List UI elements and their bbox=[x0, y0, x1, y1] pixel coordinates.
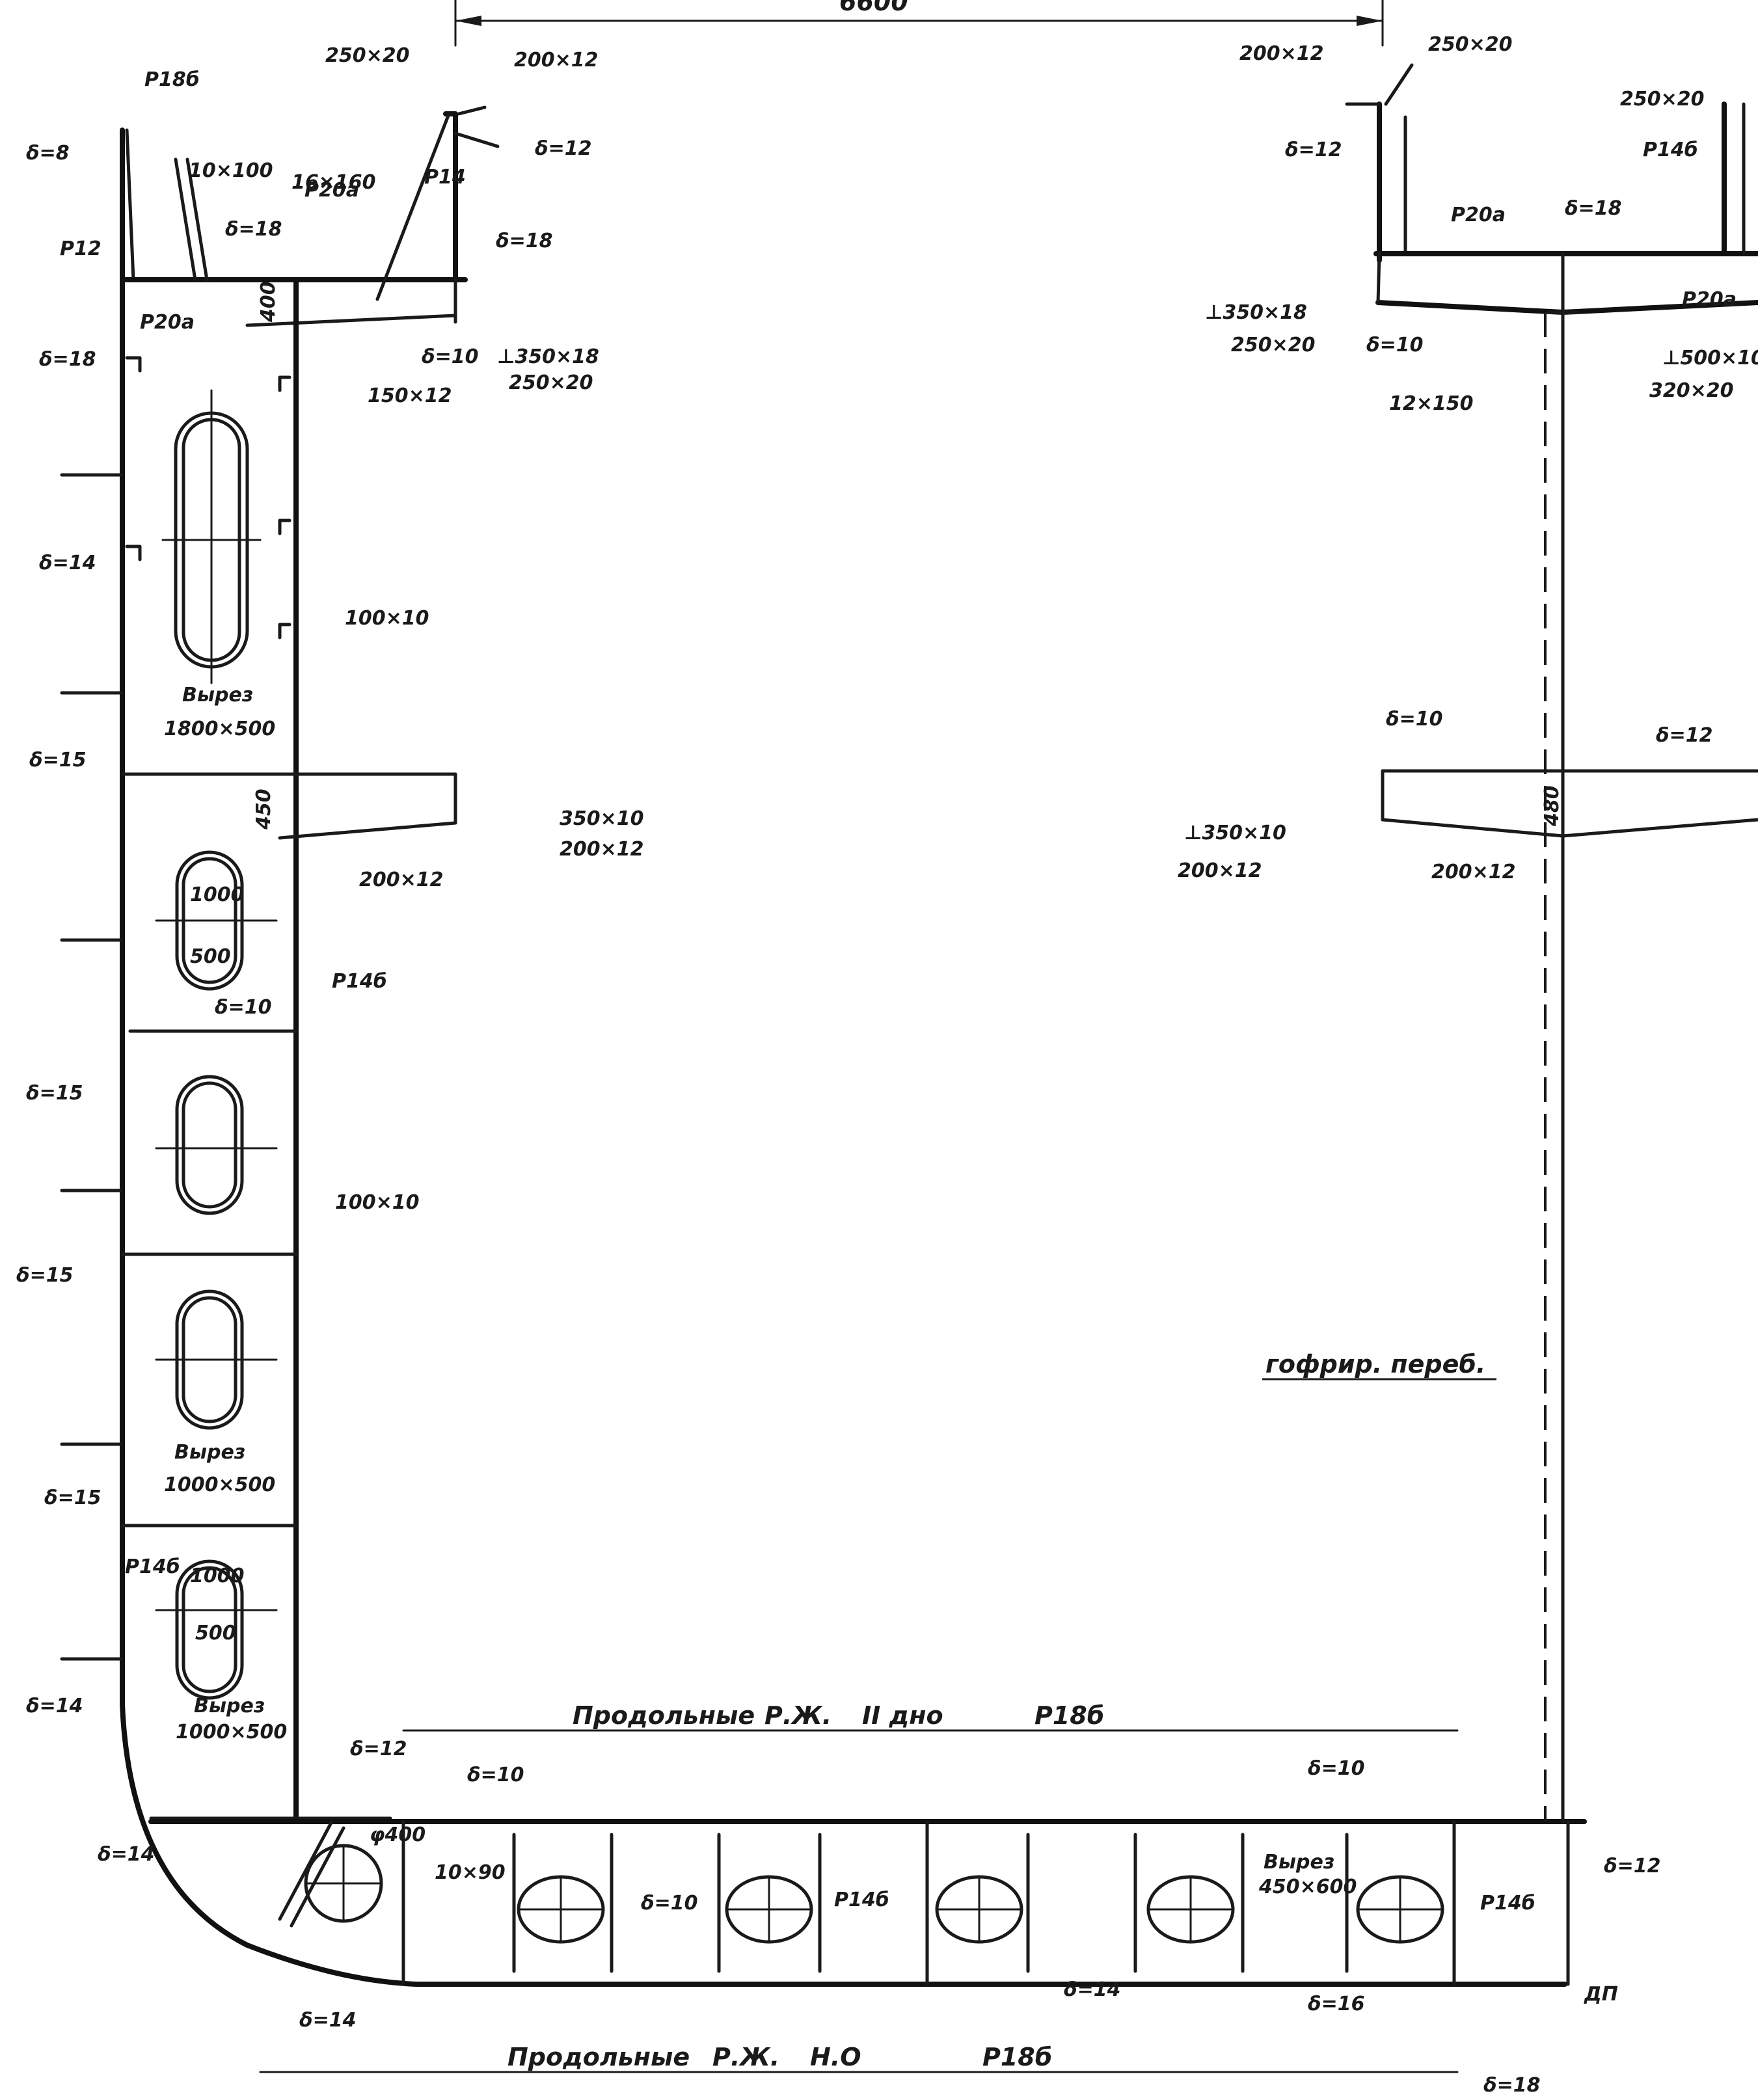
label-d18-cut: δ=18 bbox=[1483, 2074, 1541, 2097]
label-d10-floor-b: δ=10 bbox=[641, 1892, 698, 1915]
label-cut-a-1: Вырез bbox=[182, 684, 253, 707]
label-r-tee350x18: ⊥350×18 bbox=[1205, 301, 1307, 324]
label-p14b-bot: Р14б bbox=[834, 1889, 889, 1911]
label-cut-c-1: Вырез bbox=[194, 1695, 265, 1717]
label-cut-b-1: Вырез bbox=[174, 1441, 245, 1464]
label-r-tee500x10: ⊥500×10 bbox=[1662, 347, 1758, 370]
label-d15-d: δ=15 bbox=[44, 1487, 101, 1509]
label-r-250x20: 250×20 bbox=[1428, 33, 1513, 56]
label-200x12-top: 200×12 bbox=[514, 49, 599, 72]
label-long-ii-1: Продольные bbox=[573, 1701, 755, 1730]
label-r-250x20-b: 250×20 bbox=[1620, 88, 1705, 111]
label-d10-floor-c: δ=10 bbox=[1308, 1757, 1365, 1780]
label-long-no-4: Р18б bbox=[982, 2043, 1052, 2071]
label-d15-c: δ=15 bbox=[16, 1264, 74, 1287]
label-p14b-b: Р14б bbox=[125, 1555, 180, 1578]
dimension-6600: 6600 bbox=[839, 0, 908, 16]
label-cut-a-2: 1800×500 bbox=[164, 718, 275, 740]
label-tee350x10-a: 350×10 bbox=[560, 807, 644, 830]
label-hole-1000-b: 1000 bbox=[190, 1565, 245, 1587]
label-r-200x12-b: 200×12 bbox=[1431, 861, 1516, 883]
left-side-structure bbox=[120, 105, 500, 1987]
label-d10-b: δ=10 bbox=[215, 996, 272, 1019]
label-p18b-top: Р18б bbox=[144, 68, 200, 91]
label-hole-500-b: 500 bbox=[195, 1622, 236, 1645]
label-p14b-a: Р14б bbox=[332, 970, 387, 993]
label-d15-b: δ=15 bbox=[26, 1082, 83, 1105]
label-d18-side: δ=18 bbox=[496, 230, 553, 252]
label-d10-a: δ=10 bbox=[422, 345, 479, 368]
label-long-ii-2: Р.Ж. bbox=[764, 1701, 832, 1730]
label-r-tee350x10: ⊥350×10 bbox=[1184, 822, 1286, 844]
label-r-d10: δ=10 bbox=[1366, 334, 1424, 357]
label-r-p14b: Р14б bbox=[1643, 139, 1698, 161]
label-d18-shell: δ=18 bbox=[39, 348, 96, 371]
double-bottom bbox=[148, 1819, 1587, 1987]
label-16x160: 16×160 bbox=[291, 171, 376, 194]
label-d14-shell: δ=14 bbox=[39, 552, 96, 574]
label-r-p20a: Р20а bbox=[1451, 204, 1506, 226]
label-d12-right: δ=12 bbox=[1604, 1855, 1661, 1878]
label-long-no-2: Р.Ж. bbox=[712, 2043, 779, 2071]
label-r-d10-web: δ=10 bbox=[1386, 708, 1443, 731]
label-p14b-right: Р14б bbox=[1480, 1892, 1535, 1915]
label-r-320x20: 320×20 bbox=[1649, 379, 1734, 402]
label-d16-bot: δ=16 bbox=[1308, 1993, 1365, 2015]
label-r-p20a-b: Р20а bbox=[1682, 288, 1737, 311]
label-tee350x10-b: 200×12 bbox=[560, 838, 644, 861]
label-dim-480: 480 bbox=[1541, 785, 1563, 827]
label-dim-450: 450 bbox=[252, 788, 275, 830]
drawing-labels: Р18б δ=8 Р12 10×100 250×20 200×12 δ=12 1… bbox=[16, 33, 1758, 2097]
label-hole-1000-a: 1000 bbox=[190, 883, 245, 906]
label-cut-b-2: 1000×500 bbox=[164, 1474, 275, 1496]
label-d12-bot: δ=12 bbox=[350, 1738, 407, 1760]
label-d10-floor-a: δ=10 bbox=[467, 1764, 524, 1786]
label-r-200x12-a: 200×12 bbox=[1178, 859, 1262, 882]
left-side-holes bbox=[155, 389, 278, 1700]
label-250x20-top: 250×20 bbox=[325, 44, 410, 67]
label-p20a-2: Р20а bbox=[140, 311, 195, 334]
label-hole-400: φ400 bbox=[370, 1824, 426, 1846]
label-r-d18: δ=18 bbox=[1565, 197, 1622, 220]
label-250x20-l: 250×20 bbox=[509, 371, 593, 394]
label-10x90: 10×90 bbox=[435, 1861, 506, 1884]
label-10x100: 10×100 bbox=[189, 159, 273, 182]
label-d14-bilge: δ=14 bbox=[26, 1695, 83, 1717]
label-100x10-a: 100×10 bbox=[345, 607, 429, 630]
label-tee350x18-l: ⊥350×18 bbox=[497, 345, 599, 368]
label-d15-a: δ=15 bbox=[29, 749, 87, 772]
label-p14-top: Р14 bbox=[424, 166, 466, 189]
label-long-ii-3: II дно bbox=[862, 1701, 943, 1730]
label-r-d12-web: δ=12 bbox=[1656, 724, 1713, 747]
label-corrugated: гофрир. переб. bbox=[1265, 1350, 1485, 1379]
label-long-ii-4: Р18б bbox=[1035, 1701, 1104, 1730]
label-d14-bot-l: δ=14 bbox=[299, 2009, 357, 2032]
label-r12: Р12 bbox=[60, 237, 101, 260]
label-d12-top: δ=12 bbox=[535, 137, 592, 160]
label-cut-c-2: 1000×500 bbox=[176, 1721, 287, 1743]
label-r-12x150: 12×150 bbox=[1389, 392, 1474, 415]
label-p20a-1: Р20а bbox=[304, 179, 359, 202]
label-dp: ДП bbox=[1584, 1983, 1618, 2006]
label-100x10-b: 100×10 bbox=[335, 1191, 420, 1214]
right-side-structure bbox=[1345, 63, 1758, 1824]
label-r-200x12: 200×12 bbox=[1239, 42, 1324, 65]
label-r-250x20-c: 250×20 bbox=[1231, 334, 1316, 357]
top-dimension: 6600 bbox=[454, 0, 1384, 47]
label-cut-d-1: Вырез bbox=[1264, 1851, 1334, 1874]
label-d18-deck: δ=18 bbox=[225, 218, 282, 241]
label-long-no-1: Продольные bbox=[507, 2043, 690, 2071]
label-dim-400: 400 bbox=[257, 281, 280, 323]
stiffener-arrows bbox=[60, 473, 122, 1661]
label-150x12: 150×12 bbox=[368, 384, 452, 407]
label-r-d12: δ=12 bbox=[1285, 139, 1342, 161]
label-d8: δ=8 bbox=[26, 142, 70, 165]
label-s14-bilge: δ=14 bbox=[98, 1843, 155, 1866]
label-cut-d-2: 450×600 bbox=[1258, 1876, 1357, 1898]
label-d14-bot-m: δ=14 bbox=[1064, 1978, 1121, 2001]
label-long-no-3: Н.О bbox=[810, 2043, 861, 2071]
label-200x12-web: 200×12 bbox=[359, 868, 444, 891]
label-hole-500-a: 500 bbox=[190, 945, 231, 968]
